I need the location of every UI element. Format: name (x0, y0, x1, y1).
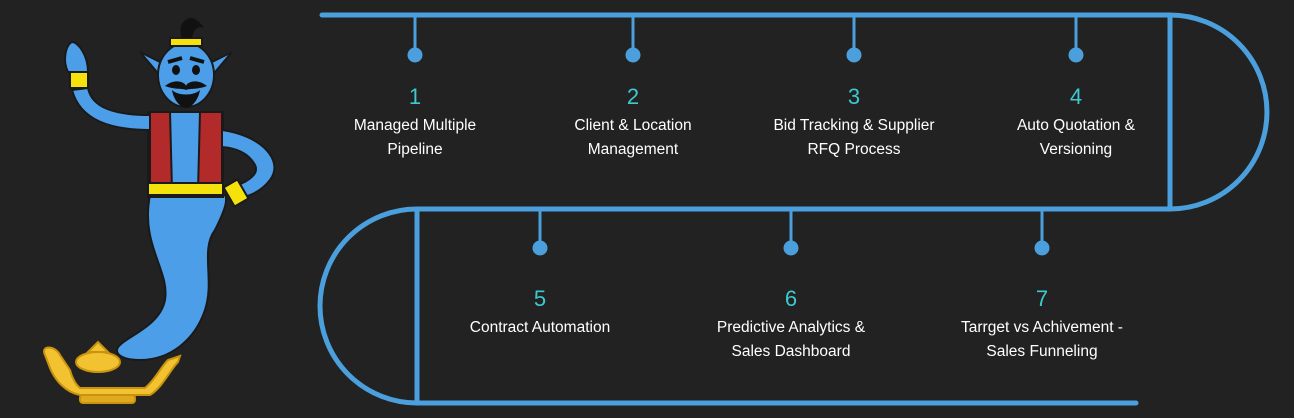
pin-5 (532, 209, 548, 256)
step-number: 7 (1035, 286, 1049, 311)
step-number: 3 (847, 84, 861, 109)
step-5: 5 Contract Automation (430, 286, 650, 340)
roadmap-track (317, 12, 1270, 406)
step-number: 1 (408, 84, 422, 109)
step-number: 6 (784, 286, 798, 311)
genie-raised-hand (64, 40, 90, 73)
step-label: Managed Multiple Pipeline (353, 117, 477, 158)
genie-raised-arm (70, 86, 151, 132)
step-number: 2 (626, 84, 640, 109)
genie-eyebrows (167, 56, 205, 64)
step-pins (407, 15, 1084, 256)
genie-headband (169, 37, 203, 47)
pin-7 (1034, 209, 1050, 256)
step-label: Tarrget vs Achivement - Sales Funneling (961, 319, 1123, 360)
genie-mustache (165, 81, 207, 90)
track-left-arc (317, 206, 420, 406)
step-6: 6 Predictive Analytics & Sales Dashboard (681, 286, 901, 364)
genie-wrist-band-left (69, 71, 89, 89)
pin-4 (1068, 15, 1084, 63)
step-label: Bid Tracking & Supplier RFQ Process (773, 117, 935, 158)
step-3: 3 Bid Tracking & Supplier RFQ Process (744, 84, 964, 162)
step-7: 7 Tarrget vs Achivement - Sales Funnelin… (932, 286, 1152, 364)
genie-beard (172, 90, 200, 108)
genie-wrist-band-right (222, 178, 250, 208)
step-label: Client & Location Management (574, 117, 692, 158)
step-label: Contract Automation (469, 319, 611, 336)
pin-6 (783, 209, 799, 256)
genie-vest-left (149, 111, 174, 191)
genie-tail (115, 194, 228, 362)
track-right-arc (1167, 12, 1270, 212)
genie-belt (147, 182, 224, 196)
step-number: 4 (1069, 84, 1083, 109)
genie-vest-right (196, 111, 223, 191)
magic-lamp-icon (43, 340, 182, 404)
genie-topknot (180, 18, 204, 38)
step-number: 5 (533, 286, 547, 311)
pin-2 (625, 15, 641, 63)
step-label: Predictive Analytics & Sales Dashboard (716, 319, 866, 360)
step-label: Auto Quotation & Versioning (1016, 117, 1136, 158)
step-2: 2 Client & Location Management (523, 84, 743, 162)
pin-3 (846, 15, 862, 63)
genie-illustration (43, 18, 276, 404)
step-4: 4 Auto Quotation & Versioning (966, 84, 1186, 162)
step-1: 1 Managed Multiple Pipeline (305, 84, 525, 162)
pin-1 (407, 15, 423, 63)
